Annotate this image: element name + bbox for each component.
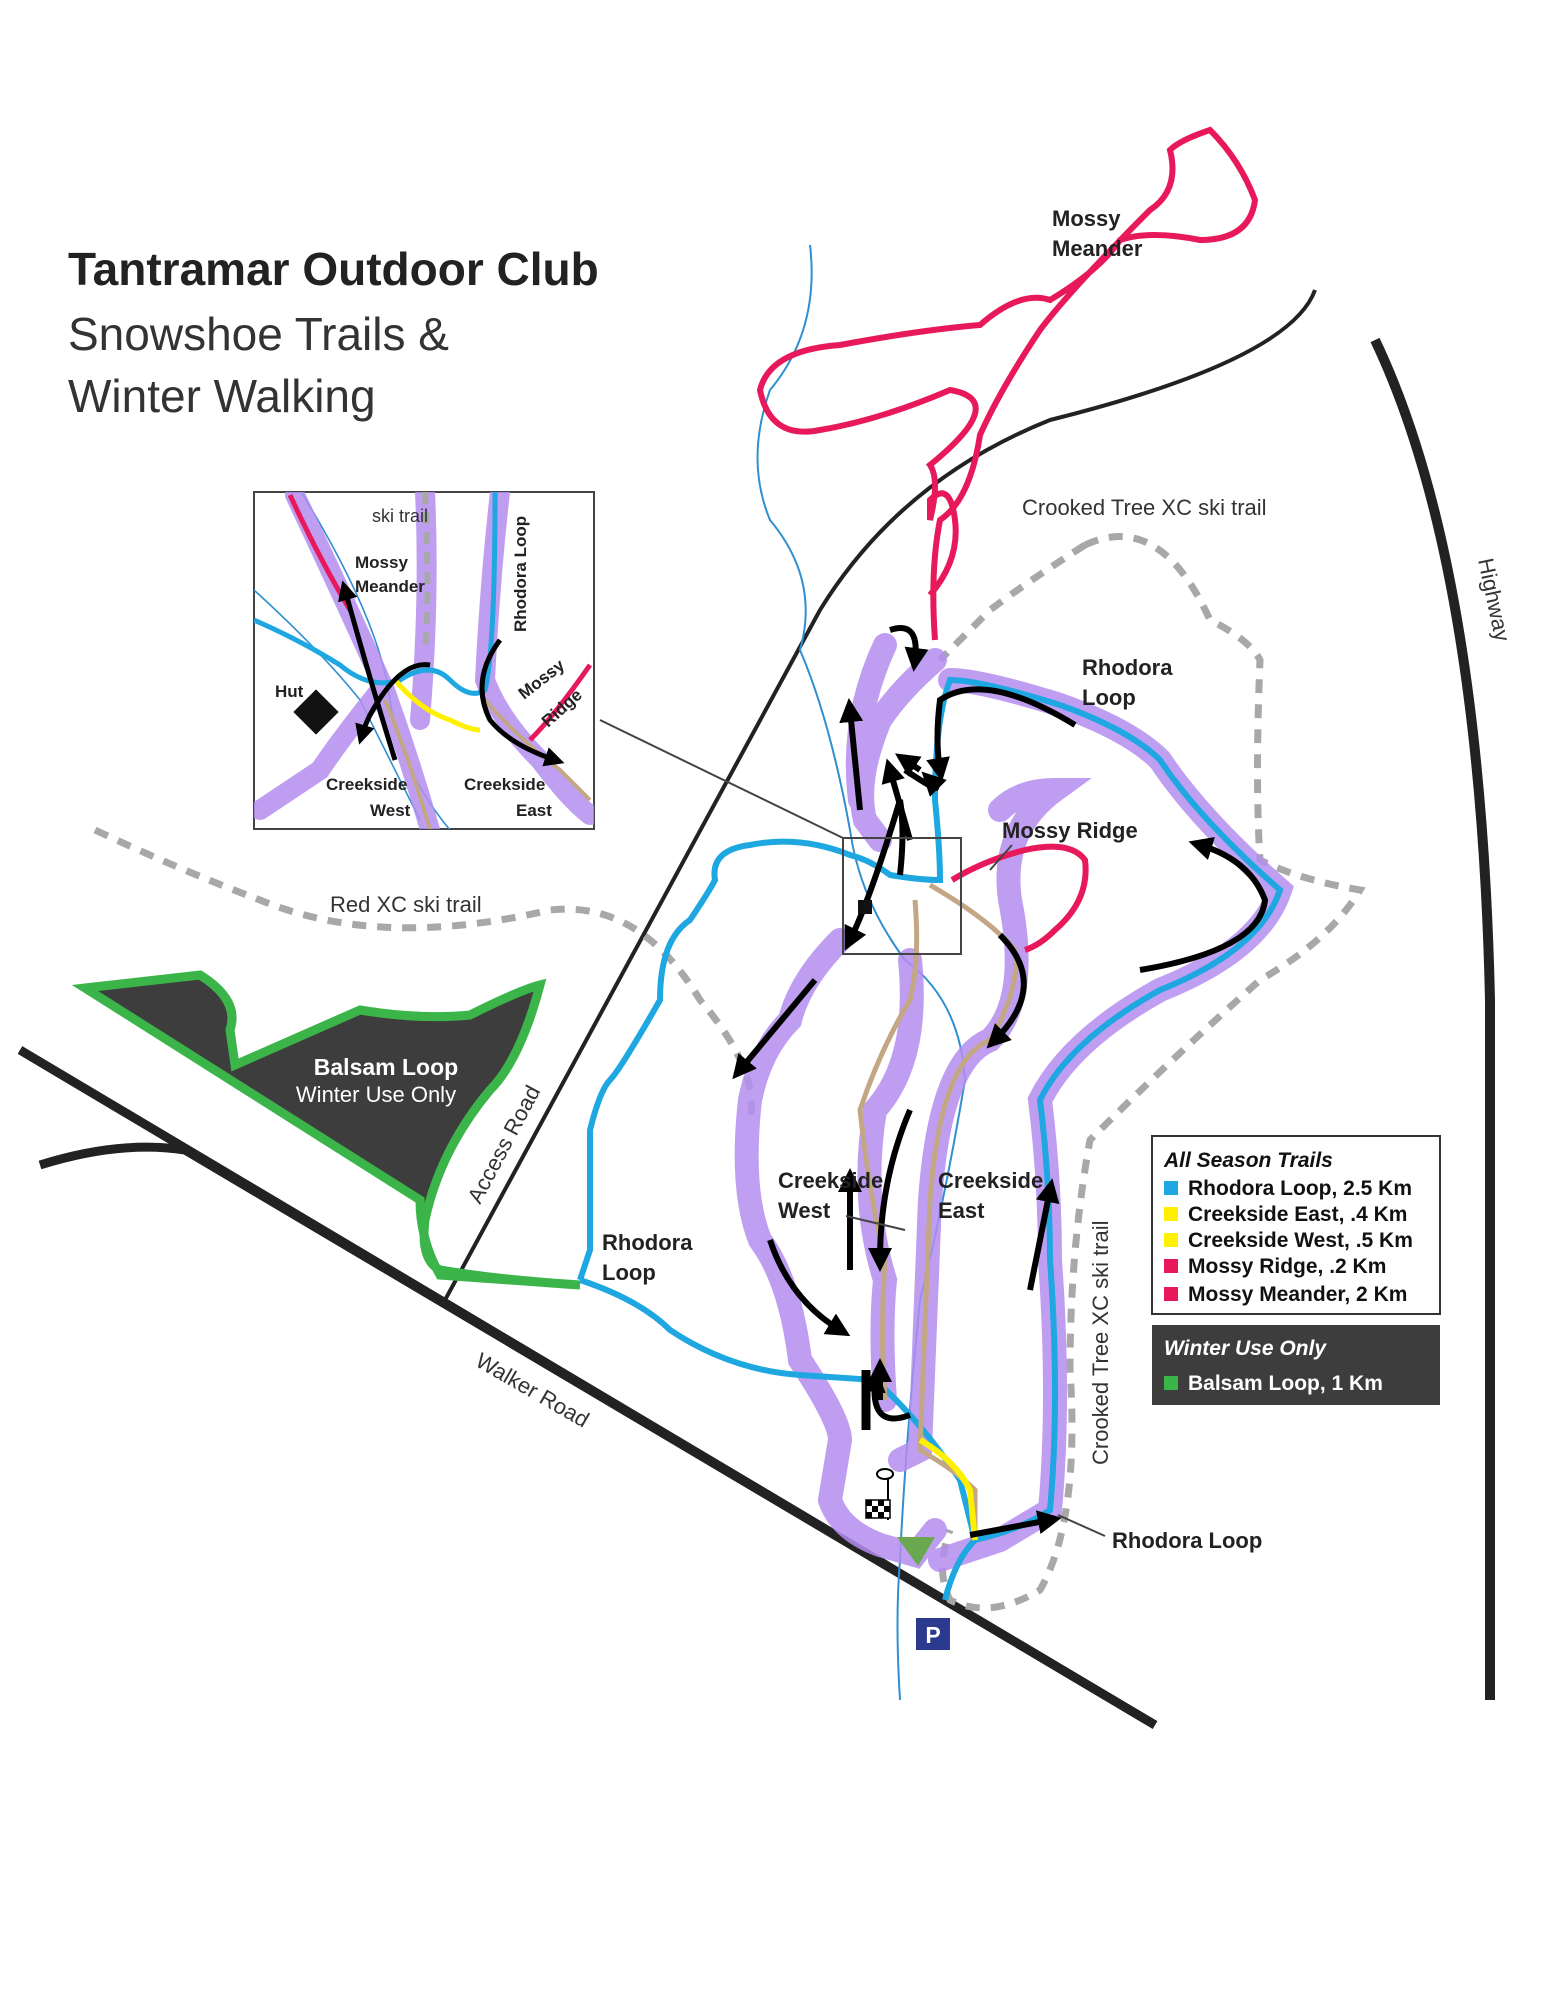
route-arrow-icon [868, 1108, 913, 1272]
route-arrow-icon [926, 686, 1077, 782]
inset-label-rhodora-loop: Rhodora Loop [511, 516, 530, 632]
label-creekside-east-1: Creekside [938, 1168, 1043, 1193]
label-mossy-ridge: Mossy Ridge [1002, 818, 1138, 843]
label-highway: Highway [1473, 556, 1515, 644]
balsam-loop-area [71, 970, 581, 1290]
label-rhodora-loop-ne-2: Loop [1082, 685, 1136, 710]
crooked-tree-ski-trail [937, 533, 1366, 1612]
label-rhodora-loop-w-2: Loop [602, 1260, 656, 1285]
legend-swatch [1164, 1181, 1178, 1195]
route-arrow-icon [889, 625, 929, 672]
legend-swatch [1164, 1376, 1178, 1390]
route-arrow-icon [969, 1510, 1062, 1538]
hut-icon [858, 900, 872, 914]
legend-swatch [1164, 1233, 1178, 1247]
route-arrow-icon [844, 799, 906, 951]
mossy-ridge-pointer [989, 844, 1013, 871]
zoom-box [842, 837, 962, 955]
legend-item: Rhodora Loop, 2.5 Km [1164, 1177, 1412, 1200]
svg-text:Creekside East, .4 Km: Creekside East, .4 Km [1188, 1203, 1407, 1226]
title-line3: Winter Walking [68, 370, 376, 422]
label-mossy-meander-1: Mossy [1052, 206, 1121, 231]
label-balsam-winter: Winter Use Only [296, 1082, 456, 1107]
inset-leader-line [599, 719, 844, 839]
label-rhodora-loop-ne-1: Rhodora [1082, 655, 1173, 680]
route-arrow-icon [881, 758, 913, 841]
label-mossy-meander-2: Meander [1052, 236, 1143, 261]
inset-label-hut: Hut [275, 682, 304, 701]
inset-label-creekside-east-1: Creekside [464, 775, 545, 794]
access-road [443, 289, 1317, 1301]
route-arrow-icon [767, 1239, 851, 1337]
inset-label-mossy-meander-2: Meander [355, 577, 425, 596]
rhodora-loop-s-pointer [1057, 1514, 1106, 1537]
creekside-east-trail [917, 882, 1019, 1540]
label-crooked-tree-top: Crooked Tree XC ski trail [1022, 495, 1267, 520]
legend-all-season-header: All Season Trails [1163, 1149, 1333, 1172]
svg-text:Mossy Meander, 2 Km: Mossy Meander, 2 Km [1188, 1283, 1407, 1306]
route-arrow-icon [1139, 836, 1269, 973]
inset-label-creekside-west-2: West [370, 801, 411, 820]
inset-label-creekside-west-1: Creekside [326, 775, 407, 794]
svg-text:Balsam Loop, 1 Km: Balsam Loop, 1 Km [1188, 1372, 1383, 1395]
route-highlight [734, 633, 1294, 1572]
route-arrow-icon [1027, 1178, 1060, 1291]
label-creekside-west-2: West [778, 1198, 831, 1223]
inset-label-creekside-east-2: East [516, 801, 552, 820]
route-arrow-icon [861, 1368, 912, 1422]
legend-item: Creekside West, .5 Km [1164, 1229, 1413, 1252]
inset-label-ski-trail: ski trail [372, 506, 428, 526]
label-rhodora-loop-s: Rhodora Loop [1112, 1528, 1262, 1553]
creekside-west-pointer [845, 1215, 906, 1231]
svg-text:Rhodora Loop, 2.5 Km: Rhodora Loop, 2.5 Km [1188, 1177, 1412, 1200]
label-balsam-loop: Balsam Loop [314, 1054, 458, 1080]
label-crooked-tree-side: Crooked Tree XC ski trail [1088, 1220, 1113, 1465]
svg-text:Mossy Ridge, .2 Km: Mossy Ridge, .2 Km [1188, 1255, 1386, 1278]
label-rhodora-loop-w-1: Rhodora [602, 1230, 693, 1255]
route-arrow-icon [903, 767, 947, 797]
creekside-west-trail [857, 899, 920, 1401]
route-arrow-icon [895, 753, 922, 777]
creekside-yellow-south [918, 1437, 978, 1541]
svg-text:Creekside West, .5 Km: Creekside West, .5 Km [1188, 1229, 1413, 1252]
legend-item: Balsam Loop, 1 Km [1164, 1372, 1383, 1395]
route-arrow-icon [732, 978, 818, 1080]
route-arrow-icon [986, 932, 1027, 1049]
title-line1: Tantramar Outdoor Club [68, 243, 599, 295]
legend-item: Creekside East, .4 Km [1164, 1203, 1407, 1226]
west-road-stub [38, 1142, 1158, 1729]
red-xc-ski-trail [93, 826, 755, 1121]
route-arrows [732, 625, 1269, 1538]
legend: All Season Trails Rhodora Loop, 2.5 Km C… [1151, 1135, 1441, 1405]
label-creekside-west-1: Creekside [778, 1168, 883, 1193]
parking-label: P [925, 1622, 940, 1648]
route-arrow-icon [839, 698, 864, 811]
legend-item: Mossy Meander, 2 Km [1164, 1283, 1407, 1306]
legend-swatch [1164, 1259, 1178, 1273]
title-line2: Snowshoe Trails & [68, 308, 449, 360]
label-red-xc: Red XC ski trail [330, 892, 482, 917]
start-triangle-icon [897, 1537, 935, 1566]
inset-map: ski trail Mossy Meander Rhodora Loop Hut… [253, 491, 595, 830]
parking-icon [916, 1618, 950, 1650]
legend-winter-header: Winter Use Only [1164, 1337, 1327, 1360]
checkered-flag-icon [865, 1468, 894, 1520]
highway [1370, 337, 1495, 1700]
label-creekside-east-2: East [938, 1198, 985, 1223]
legend-item: Mossy Ridge, .2 Km [1164, 1255, 1386, 1278]
legend-swatch [1164, 1287, 1178, 1301]
legend-swatch [1164, 1207, 1178, 1221]
inset-label-mossy-meander-1: Mossy [355, 553, 408, 572]
mossy-meander-trail [756, 126, 1259, 641]
